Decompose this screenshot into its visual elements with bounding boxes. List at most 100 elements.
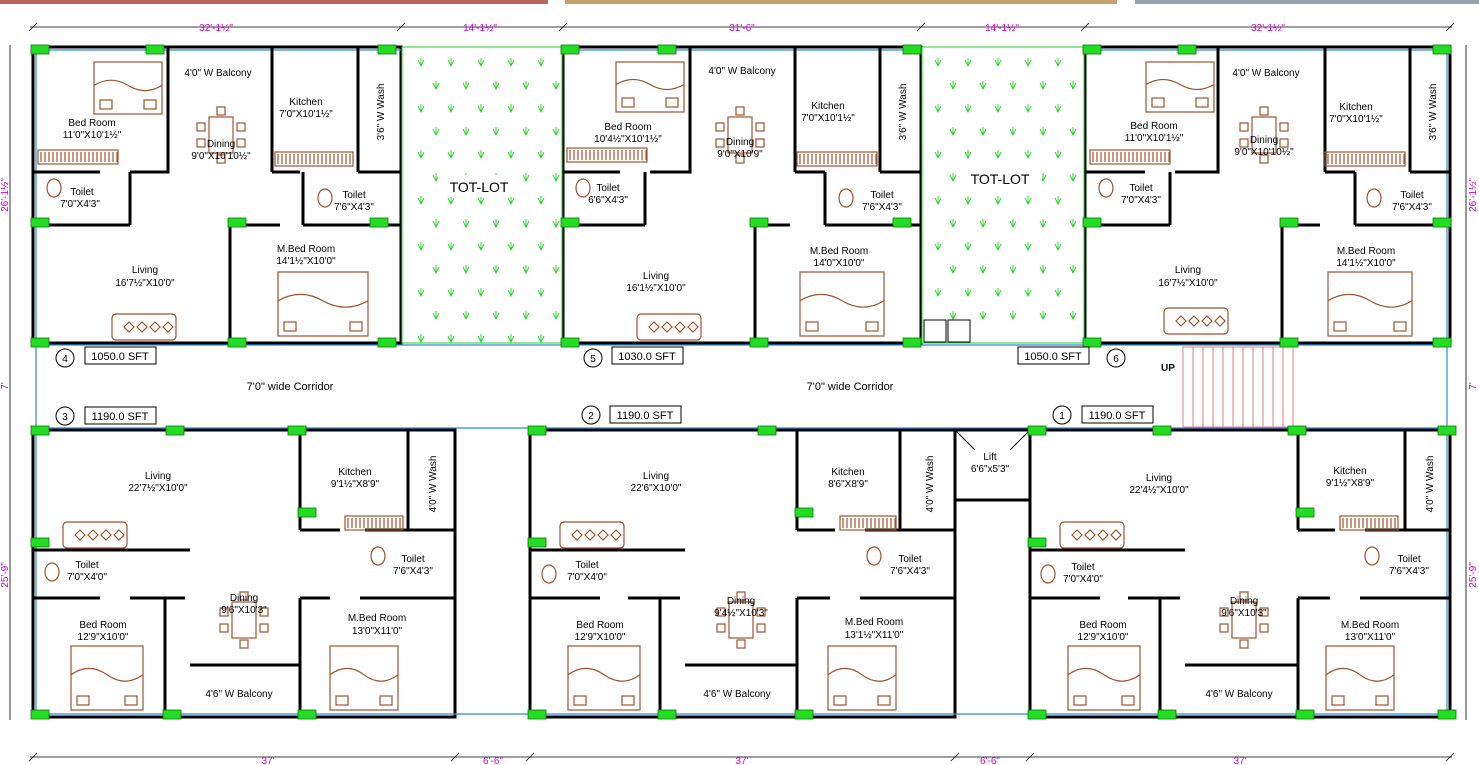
bedroom-label: Bed Room [79,620,126,631]
toilet2-label: Toilet [342,190,366,201]
left-dimension-labels: 26'-1½" 7' 25'-9" [0,178,11,588]
dining-table-icon [716,591,766,649]
wash-label: 3'6" W Wash [898,84,909,141]
column [1432,44,1452,55]
toilet-icon [866,546,882,566]
grass-mark [1009,311,1017,321]
kitchen-label: Kitchen [1339,102,1372,113]
column [377,337,397,348]
grass-mark [537,196,545,206]
grass-mark [994,288,1002,298]
toilet2-size: 7'6"X4'3" [862,202,902,213]
flat-tag-4: 4 1050.0 SFT [55,346,157,368]
column [1082,337,1102,348]
grass-mark [447,104,455,114]
column [297,709,317,720]
sofa-icon [111,313,177,341]
column [297,507,317,518]
living-label: Living [643,271,669,282]
grass-mark [934,242,942,252]
toilet-icon [1364,546,1380,566]
grass-mark [1069,311,1077,321]
stair-up-label: UP [1161,363,1175,374]
dim-top-2: 14'-1½" [463,23,497,34]
flat-area: 1030.0 SFT [618,351,676,363]
toilet-icon [370,546,386,566]
column [1432,217,1452,228]
building-outline [31,45,1452,719]
column [30,337,50,348]
flat-area: 1190.0 SFT [617,410,674,422]
grass-mark [1009,127,1017,137]
wash-label: 4'0" W Wash [925,456,936,513]
top-unit-walls [33,47,1450,343]
grass-mark [417,58,425,68]
tot-lot-label-1: TOT-LOT [450,179,509,195]
toilet2-label: Toilet [401,554,425,565]
column [162,709,182,720]
column [1082,217,1102,228]
grass-mark [507,242,515,252]
mbed-label: M.Bed Room [810,246,868,257]
mbed-size: 14'0"X10'0" [814,258,865,269]
dim-tick [28,752,38,762]
dim-top-1: 32'-1½" [199,23,233,34]
dim-right-2: 7' [1468,382,1479,390]
dim-top-4: 14'-1½" [985,23,1019,34]
grass-mark [477,104,485,114]
living-label: Living [145,471,171,482]
dim-left-2: 7' [0,382,11,390]
sofa-icon [1163,307,1229,335]
dimension-lines [9,22,1467,762]
grass-mark [1069,265,1077,275]
kitchen-counter-icon [1339,515,1399,531]
grass-mark [447,58,455,68]
bed-icon [1325,645,1395,711]
toilet-label: Toilet [1071,562,1095,573]
dim-tick [1445,752,1455,762]
grass-mark [507,104,515,114]
grass-mark [432,311,440,321]
grass-mark [552,127,560,137]
kitchen-label: Kitchen [289,97,322,108]
grass-mark [1069,81,1077,91]
bedroom-size: 11'0"X10'1½" [1125,133,1184,144]
grass-mark [1024,104,1032,114]
toilet-size: 7'0"X4'3" [60,199,100,210]
bed-icon [615,61,685,113]
column [1432,337,1452,348]
grass-mark [1009,219,1017,229]
flat-tag-1: 1 1190.0 SFT [1052,405,1154,425]
toilet2-label: Toilet [870,190,894,201]
toilet2-size: 7'6"X4'3" [1392,202,1432,213]
bed-icon [329,645,399,711]
dim-tick [450,752,460,762]
grass-mark [552,173,560,183]
column [1082,44,1102,55]
dim-tick [916,22,926,32]
grass-mark [1024,150,1032,160]
grass-mark [492,219,500,229]
top-unit-left-labels: 4'0" W Balcony Kitchen 7'0"X10'1½" 3'6" … [60,68,387,289]
grass-mark [552,81,560,91]
mbed-size: 13'0"X11'0" [1345,632,1396,643]
column [227,217,247,228]
column [527,537,547,548]
grass-mark [507,58,515,68]
dining-size: 9'0"X10'10½" [1234,147,1294,158]
wash-label: 3'6" W Wash [376,84,387,141]
tot-lot-2: TOT-LOT [921,46,1085,344]
grass-mark [507,334,515,344]
toilet2-label: Toilet [1400,190,1424,201]
top-photo-strips [0,0,1479,4]
bed-icon [93,61,163,115]
living-label: Living [1175,265,1201,276]
toilet-size: 7'0"X4'0" [567,572,607,583]
grass-mark [477,242,485,252]
grass-mark [949,81,957,91]
kitchen-counter-icon [839,515,897,531]
grass-mark [522,81,530,91]
column [1287,425,1307,436]
grass-mark [949,311,957,321]
bed-icon [1327,271,1413,337]
